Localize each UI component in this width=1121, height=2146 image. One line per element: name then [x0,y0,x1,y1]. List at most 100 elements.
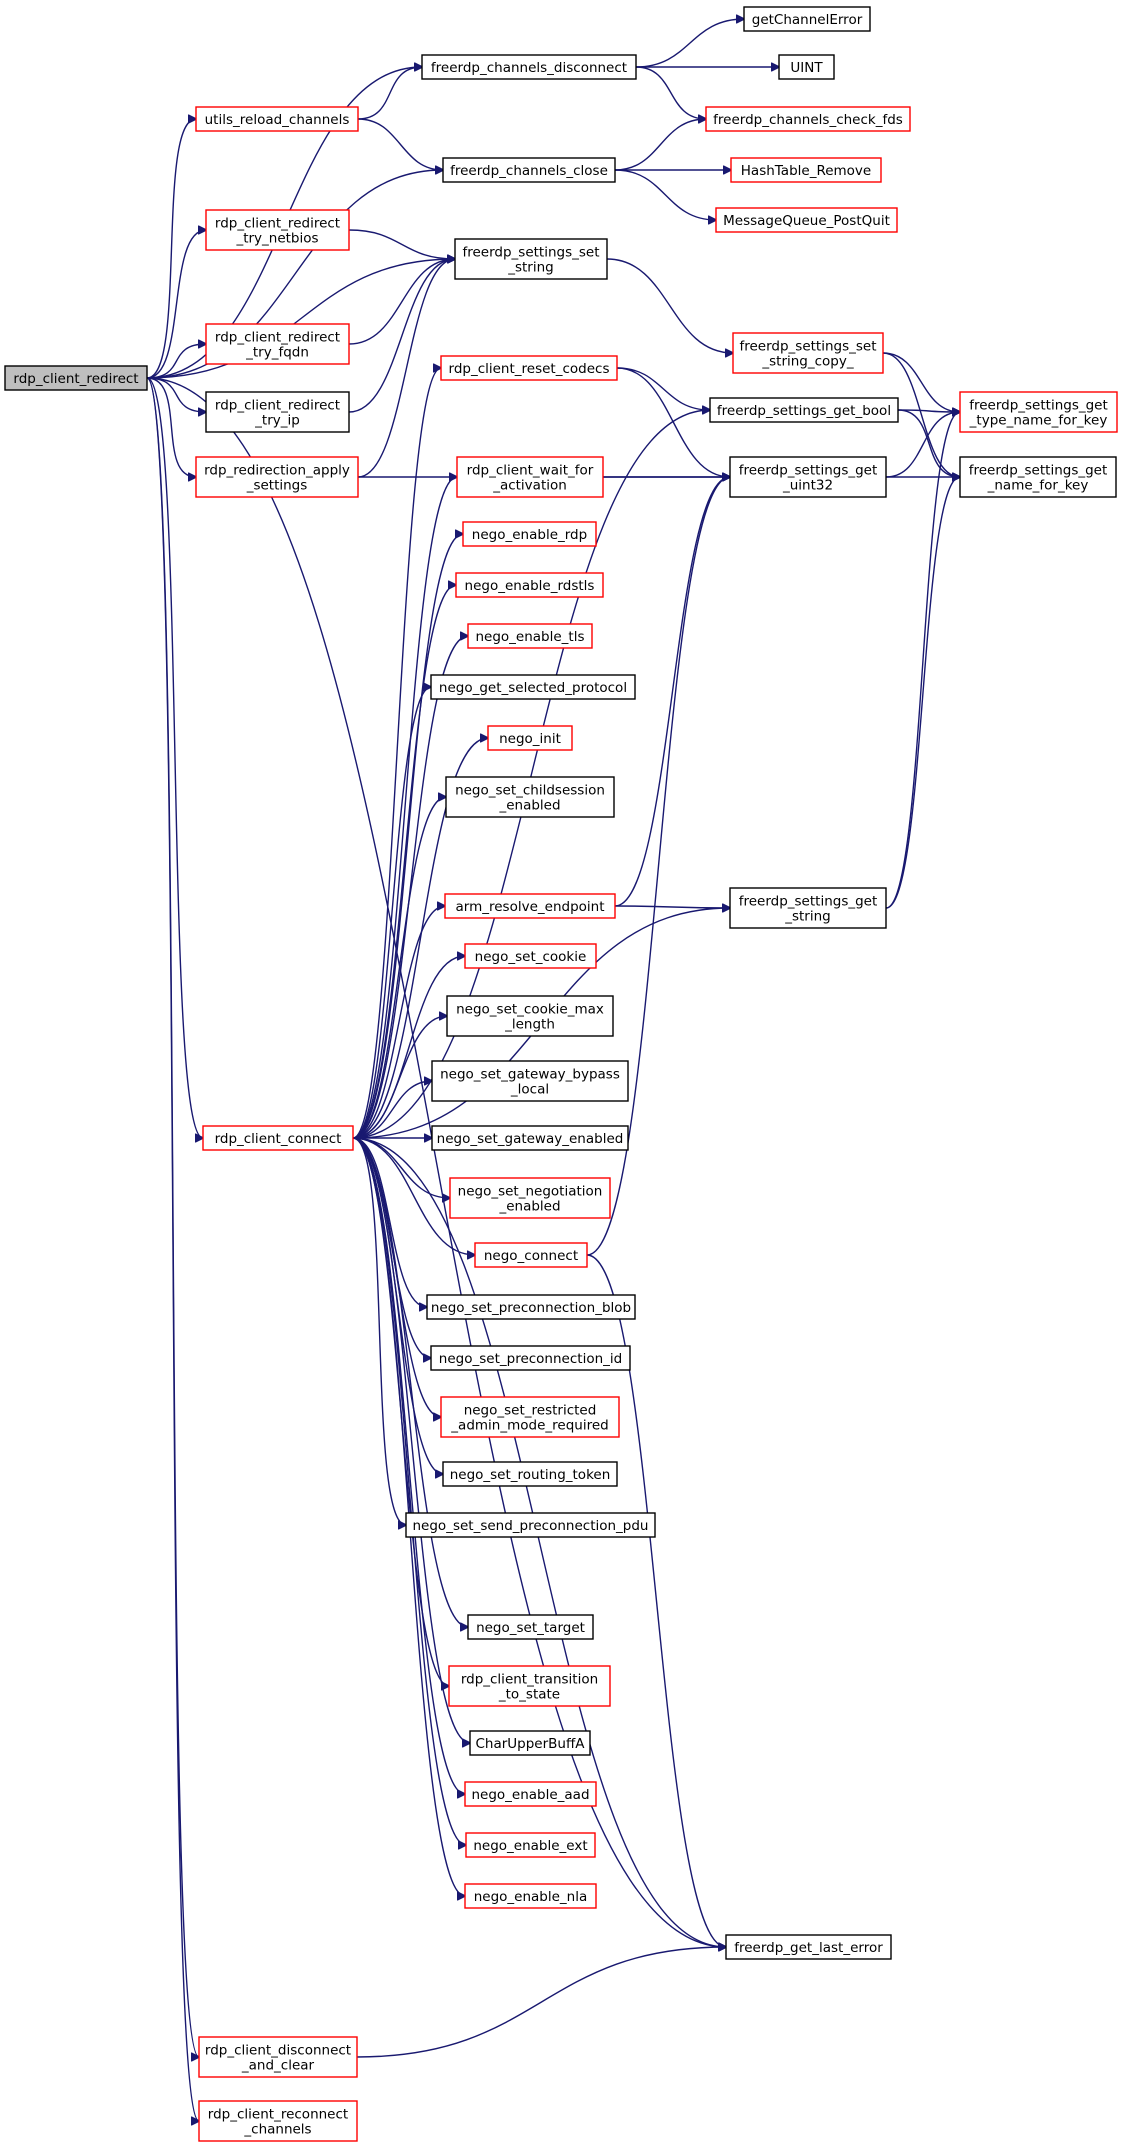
node-box [442,157,616,183]
node-freerdp-get-last-error[interactable]: freerdp_get_last_error [725,1934,892,1960]
node-box [462,521,597,547]
node-box [959,456,1117,498]
edge-line [352,1137,427,1307]
node-nego-set-cookie-max-length[interactable]: nego_set_cookie_max_length [446,995,614,1037]
node-box [709,397,899,423]
node-rdp-client-redirect-try-ip[interactable]: rdp_client_redirect_try_ip [205,391,350,433]
node-nego-set-gateway-enabled[interactable]: nego_set_gateway_enabled [431,1125,629,1151]
node-nego-get-selected-protocol[interactable]: nego_get_selected_protocol [430,674,636,700]
node-box [464,1883,597,1909]
edge-line [616,367,730,477]
node-rdp-client-transition-to-state[interactable]: rdp_client_transition_to_state [448,1665,611,1707]
node-label: freerdp_settings_get [739,463,878,479]
node-nego-set-childsession-enabled[interactable]: nego_set_childsession_enabled [445,776,615,818]
node-messagequeue-postquit[interactable]: MessageQueue_PostQuit [715,207,898,233]
edge-line [352,1137,406,1525]
node-rdp-client-redirect[interactable]: rdp_client_redirect [4,365,148,391]
edge-rdp_client_connect-to-nego_enable_rdp [352,534,463,1139]
node-label: rdp_client_redirect [215,398,340,414]
edge-line [146,119,196,379]
node-label: rdp_client_redirect [13,371,138,387]
node-nego-enable-ext[interactable]: nego_enable_ext [465,1832,596,1858]
node-label: nego_connect [484,1248,578,1264]
node-freerdp-settings-get-bool[interactable]: freerdp_settings_get_bool [709,397,899,423]
node-nego-set-negotiation-enabled[interactable]: nego_set_negotiation_enabled [449,1177,611,1219]
node-nego-set-preconnection-blob[interactable]: nego_set_preconnection_blob [426,1294,636,1320]
node-rdp-client-disconnect-and-clear[interactable]: rdp_client_disconnect_and_clear [198,2036,358,2078]
edge-line [146,344,206,379]
node-box [195,106,359,132]
node-nego-set-routing-token[interactable]: nego_set_routing_token [442,1461,618,1487]
node-nego-enable-rdp[interactable]: nego_enable_rdp [462,521,597,547]
edge-line [352,410,710,1139]
node-label: nego_enable_rdstls [465,578,595,594]
edge-rdp_client_connect-to-arm_resolve_endpoint [352,906,445,1139]
node-arm-resolve-endpoint[interactable]: arm_resolve_endpoint [444,893,616,919]
node-rdp-client-connect[interactable]: rdp_client_connect [202,1125,354,1151]
node-rdp-redirection-apply-settings[interactable]: rdp_redirection_apply_settings [195,456,359,498]
node-hashtable-remove[interactable]: HashTable_Remove [730,157,882,183]
node-nego-enable-nla[interactable]: nego_enable_nla [464,1883,597,1909]
node-nego-set-restricted-admin-mode-required[interactable]: nego_set_restricted_admin_mode_required [440,1396,620,1438]
node-nego-set-target[interactable]: nego_set_target [467,1614,594,1640]
edge-line [146,377,196,477]
node-nego-enable-aad[interactable]: nego_enable_aad [464,1781,597,1807]
node-label: rdp_client_wait_for [467,463,594,479]
edge-rdp_client_connect-to-nego_enable_ext [352,1137,466,1845]
node-nego-init[interactable]: nego_init [487,725,573,751]
edge-rdp_client_reset_codecs-to-freerdp_settings_get_uint32 [616,367,730,477]
node-rdp-client-reset-codecs[interactable]: rdp_client_reset_codecs [440,355,618,381]
edge-line [357,259,455,478]
node-label: freerdp_channels_close [450,163,608,179]
edge-rdp_client_connect-to-nego_set_cookie_max_length [352,1016,447,1139]
node-freerdp-channels-close[interactable]: freerdp_channels_close [442,157,616,183]
node-charupperbuffa[interactable]: CharUpperBuffA [469,1730,591,1756]
node-box [195,456,359,498]
node-nego-set-gateway-bypass-local[interactable]: nego_set_gateway_bypass_local [431,1060,629,1102]
node-freerdp-settings-get-uint32[interactable]: freerdp_settings_get_uint32 [729,456,887,498]
edge-rdp_client_connect-to-nego_init [352,738,488,1139]
node-label: rdp_client_redirect [215,216,340,232]
node-box [467,1614,594,1640]
node-nego-set-send-preconnection-pdu[interactable]: nego_set_send_preconnection_pdu [405,1512,656,1538]
node-nego-enable-tls[interactable]: nego_enable_tls [467,623,593,649]
edge-rdp_client_connect-to-nego_connect [352,1137,475,1255]
node-label: arm_resolve_endpoint [456,899,605,915]
edge-line [614,906,730,908]
node-getchannelerror[interactable]: getChannelError [743,6,871,32]
edge-rdp_client_connect-to-nego_set_preconnection_blob [352,1137,427,1307]
node-rdp-client-reconnect-channels[interactable]: rdp_client_reconnect_channels [198,2100,358,2142]
node-nego-set-cookie[interactable]: nego_set_cookie [464,943,597,969]
node-rdp-client-wait-for-activation[interactable]: rdp_client_wait_for_activation [456,456,604,498]
node-uint[interactable]: UINT [778,54,835,80]
edge-line [352,1137,470,1743]
node-nego-connect[interactable]: nego_connect [474,1242,588,1268]
node-rdp-client-redirect-try-fqdn[interactable]: rdp_client_redirect_try_fqdn [205,323,350,365]
node-label: freerdp_settings_get [739,894,878,910]
node-box [743,6,871,32]
edge-line [586,1254,726,1947]
edge-line [616,367,710,410]
node-freerdp-settings-get-type-name-for-key[interactable]: freerdp_settings_get_type_name_for_key [959,391,1118,433]
node-freerdp-settings-get-name-for-key[interactable]: freerdp_settings_get_name_for_key [959,456,1117,498]
node-label: _string [507,260,554,276]
node-rdp-client-redirect-try-netbios[interactable]: rdp_client_redirect_try_netbios [205,209,350,251]
edge-arm_resolve_endpoint-to-freerdp_settings_get_uint32 [614,477,730,907]
node-freerdp-channels-disconnect[interactable]: freerdp_channels_disconnect [421,54,637,80]
edge-rdp_client_disconnect_and_clear-to-freerdp_get_last_error [356,1947,726,2058]
node-freerdp-channels-check-fds[interactable]: freerdp_channels_check_fds [705,106,911,132]
node-label: _channels [243,2122,311,2138]
node-label: nego_enable_rdp [472,527,587,543]
edge-line [352,687,431,1139]
node-nego-set-preconnection-id[interactable]: nego_set_preconnection_id [430,1345,631,1371]
node-freerdp-settings-get-string[interactable]: freerdp_settings_get_string [729,887,887,929]
node-nego-enable-rdstls[interactable]: nego_enable_rdstls [455,572,604,598]
edge-rdp_client_connect-to-rdp_client_wait_for_activation [352,477,457,1139]
node-freerdp-settings-set-string-copy-[interactable]: freerdp_settings_set_string_copy_ [732,332,884,374]
edge-line [348,229,455,259]
node-utils-reload-channels[interactable]: utils_reload_channels [195,106,359,132]
edge-rdp_client_redirect_try_netbios-to-freerdp_settings_set_string [348,229,455,259]
node-box [430,674,636,700]
edge-line [356,1947,726,2058]
node-freerdp-settings-set-string[interactable]: freerdp_settings_set_string [454,238,608,280]
